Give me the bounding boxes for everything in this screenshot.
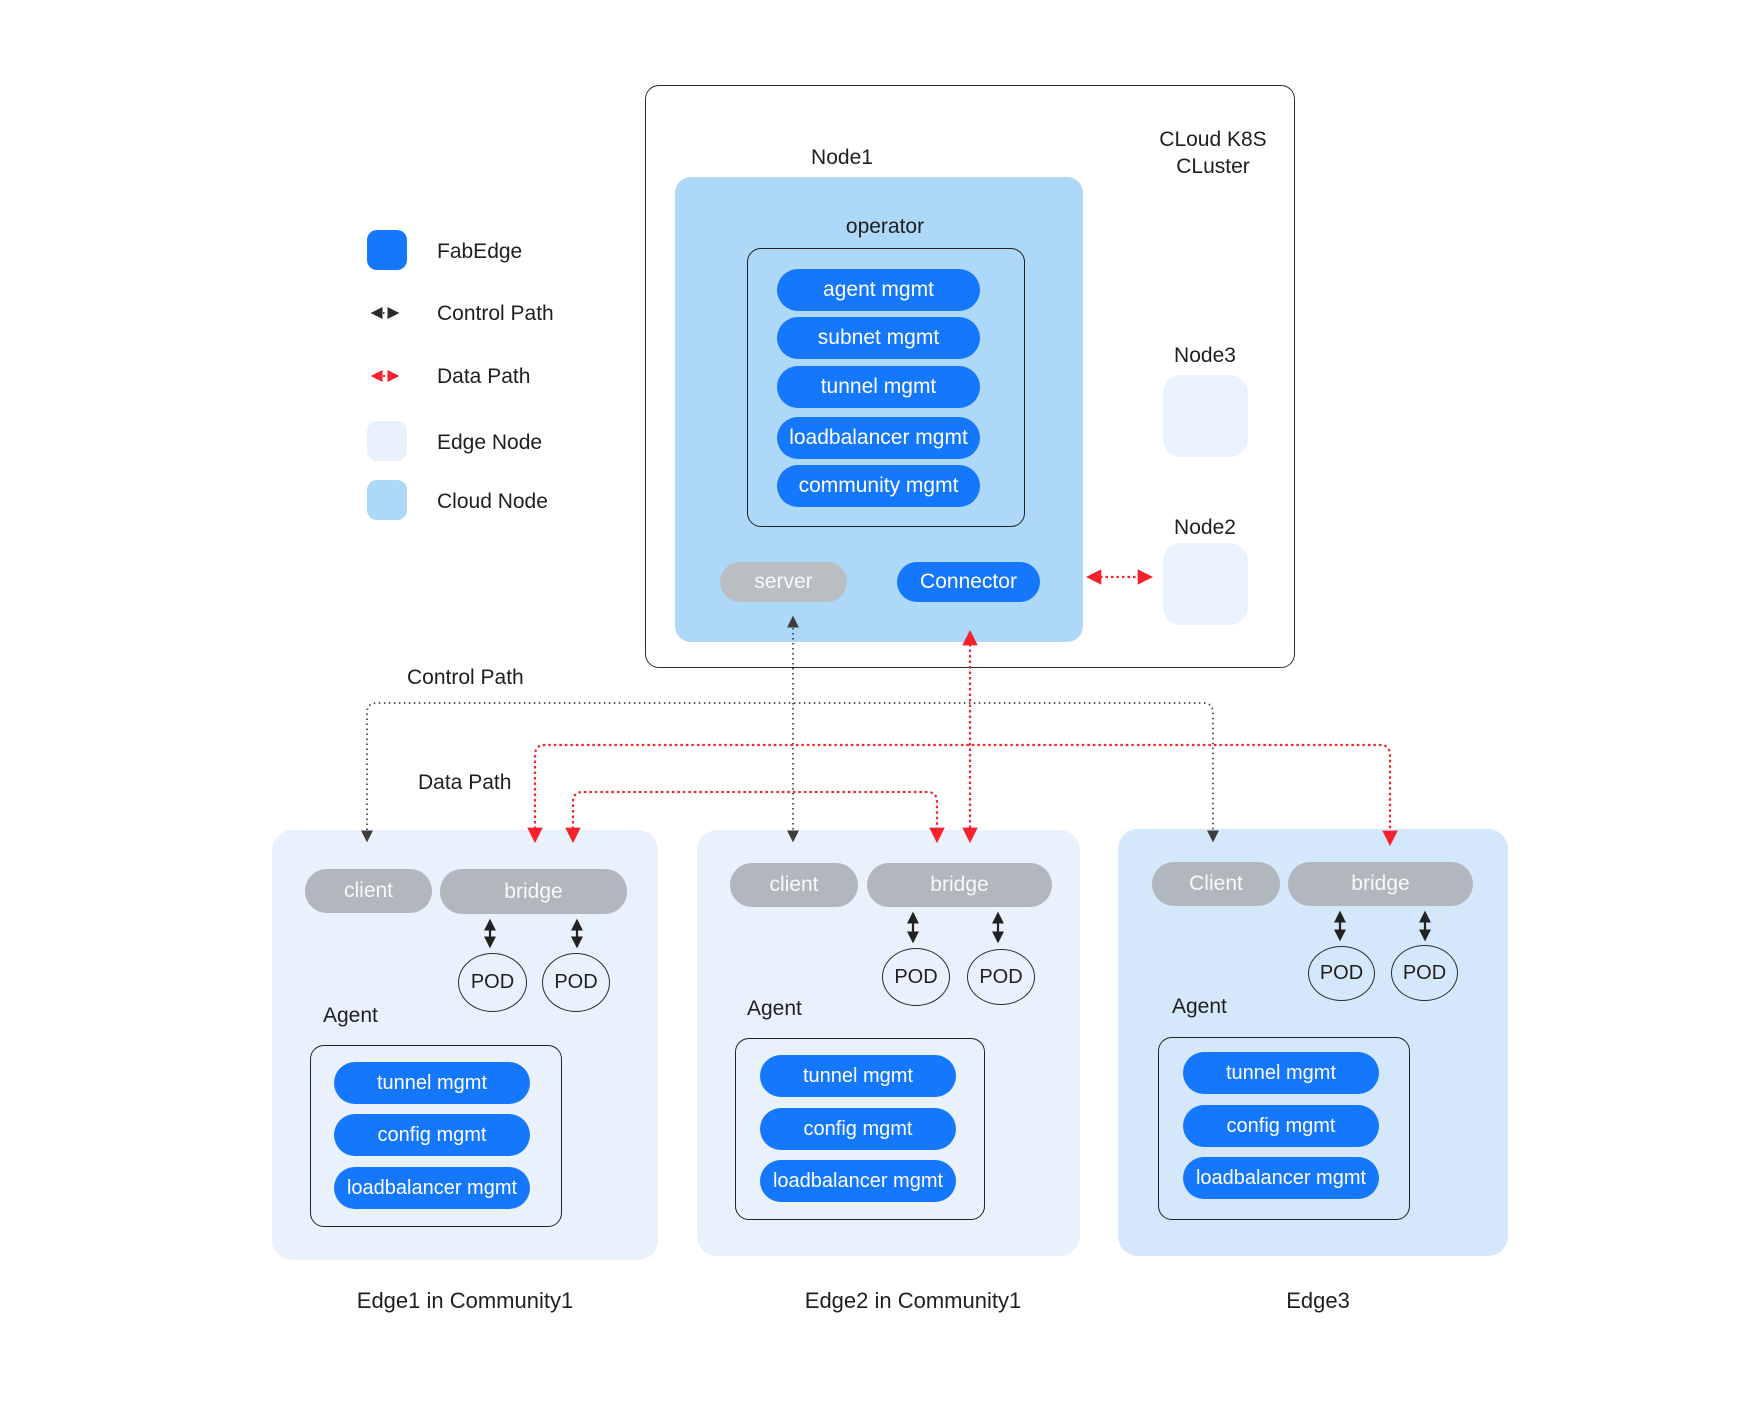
edge1-client-pill: client (305, 869, 432, 913)
edge1-pill-tunnel-mgmt: tunnel mgmt (334, 1062, 530, 1104)
edge-node-swatch (367, 421, 407, 461)
cluster-title-line1: CLoud K8S (1159, 128, 1267, 151)
edge2-pod-2: POD (967, 949, 1035, 1005)
edge2-client-pill: client (730, 863, 858, 907)
server-pill: server (720, 562, 847, 602)
operator-pill-subnet-mgmt: subnet mgmt (777, 317, 980, 359)
edge3-pill-tunnel-mgmt: tunnel mgmt (1183, 1052, 1379, 1094)
edge3-client-pill: Client (1152, 862, 1280, 906)
operator-pill-agent-mgmt: agent mgmt (777, 269, 980, 311)
control-path-flow-label: Control Path (407, 666, 524, 689)
edge1-caption: Edge1 in Community1 (356, 1288, 574, 1313)
edge3-pod-1: POD (1308, 946, 1375, 1001)
node2-box (1163, 543, 1248, 625)
edge1-pill-config-mgmt: config mgmt (334, 1114, 530, 1156)
control-path-arrow-icon (370, 307, 400, 319)
edge2-caption: Edge2 in Community1 (804, 1288, 1022, 1313)
operator-pill-loadbalancer-mgmt: loadbalancer mgmt (777, 417, 980, 459)
edge1-agent-label: Agent (323, 1004, 378, 1027)
edge3-agent-box (1158, 1037, 1410, 1220)
edge1-pod-2: POD (542, 953, 610, 1012)
edge3-pill-loadbalancer-mgmt: loadbalancer mgmt (1183, 1157, 1379, 1199)
edge3-pill-config-mgmt: config mgmt (1183, 1105, 1379, 1147)
node1-label: Node1 (811, 146, 873, 169)
edge3-agent-label: Agent (1172, 995, 1227, 1018)
edge2-pill-loadbalancer-mgmt: loadbalancer mgmt (760, 1160, 956, 1202)
edge2-pill-tunnel-mgmt: tunnel mgmt (760, 1055, 956, 1097)
edge1-pod-1: POD (458, 953, 527, 1012)
cluster-title-line2: CLuster (1176, 155, 1250, 178)
legend-label-data-path: Data Path (437, 365, 531, 388)
cloud-node-swatch (367, 480, 407, 520)
cluster-title: CLoud K8S CLuster (1133, 126, 1293, 180)
edge2-bridge-pill: bridge (867, 863, 1052, 907)
edge2-pod-1: POD (882, 948, 950, 1006)
legend-label-cloud-node: Cloud Node (437, 490, 548, 513)
edge1-pill-loadbalancer-mgmt: loadbalancer mgmt (334, 1167, 530, 1209)
legend-label-control-path: Control Path (437, 302, 554, 325)
edge1-agent-box (310, 1045, 562, 1227)
connector-pill: Connector (897, 562, 1040, 602)
node2-label: Node2 (1174, 516, 1236, 539)
fabedge-swatch (367, 230, 407, 270)
edge3-bridge-pill: bridge (1288, 862, 1473, 906)
edge2-agent-label: Agent (747, 997, 802, 1020)
operator-pill-community-mgmt: community mgmt (777, 465, 980, 507)
edge2-agent-box (735, 1038, 985, 1220)
legend-label-fabedge: FabEdge (437, 240, 523, 263)
legend-label-edge-node: Edge Node (437, 431, 543, 454)
node3-label: Node3 (1174, 344, 1236, 367)
operator-label: operator (845, 215, 925, 238)
node3-box (1163, 375, 1248, 457)
operator-pill-tunnel-mgmt: tunnel mgmt (777, 366, 980, 408)
edge2-pill-config-mgmt: config mgmt (760, 1108, 956, 1150)
data-path-flow-label: Data Path (418, 771, 512, 794)
edge3-caption: Edge3 (1286, 1288, 1350, 1313)
data-path-arrow-icon (370, 370, 400, 382)
edge1-bridge-pill: bridge (440, 869, 627, 914)
edge3-pod-2: POD (1391, 945, 1458, 1001)
operator-box (747, 248, 1025, 527)
